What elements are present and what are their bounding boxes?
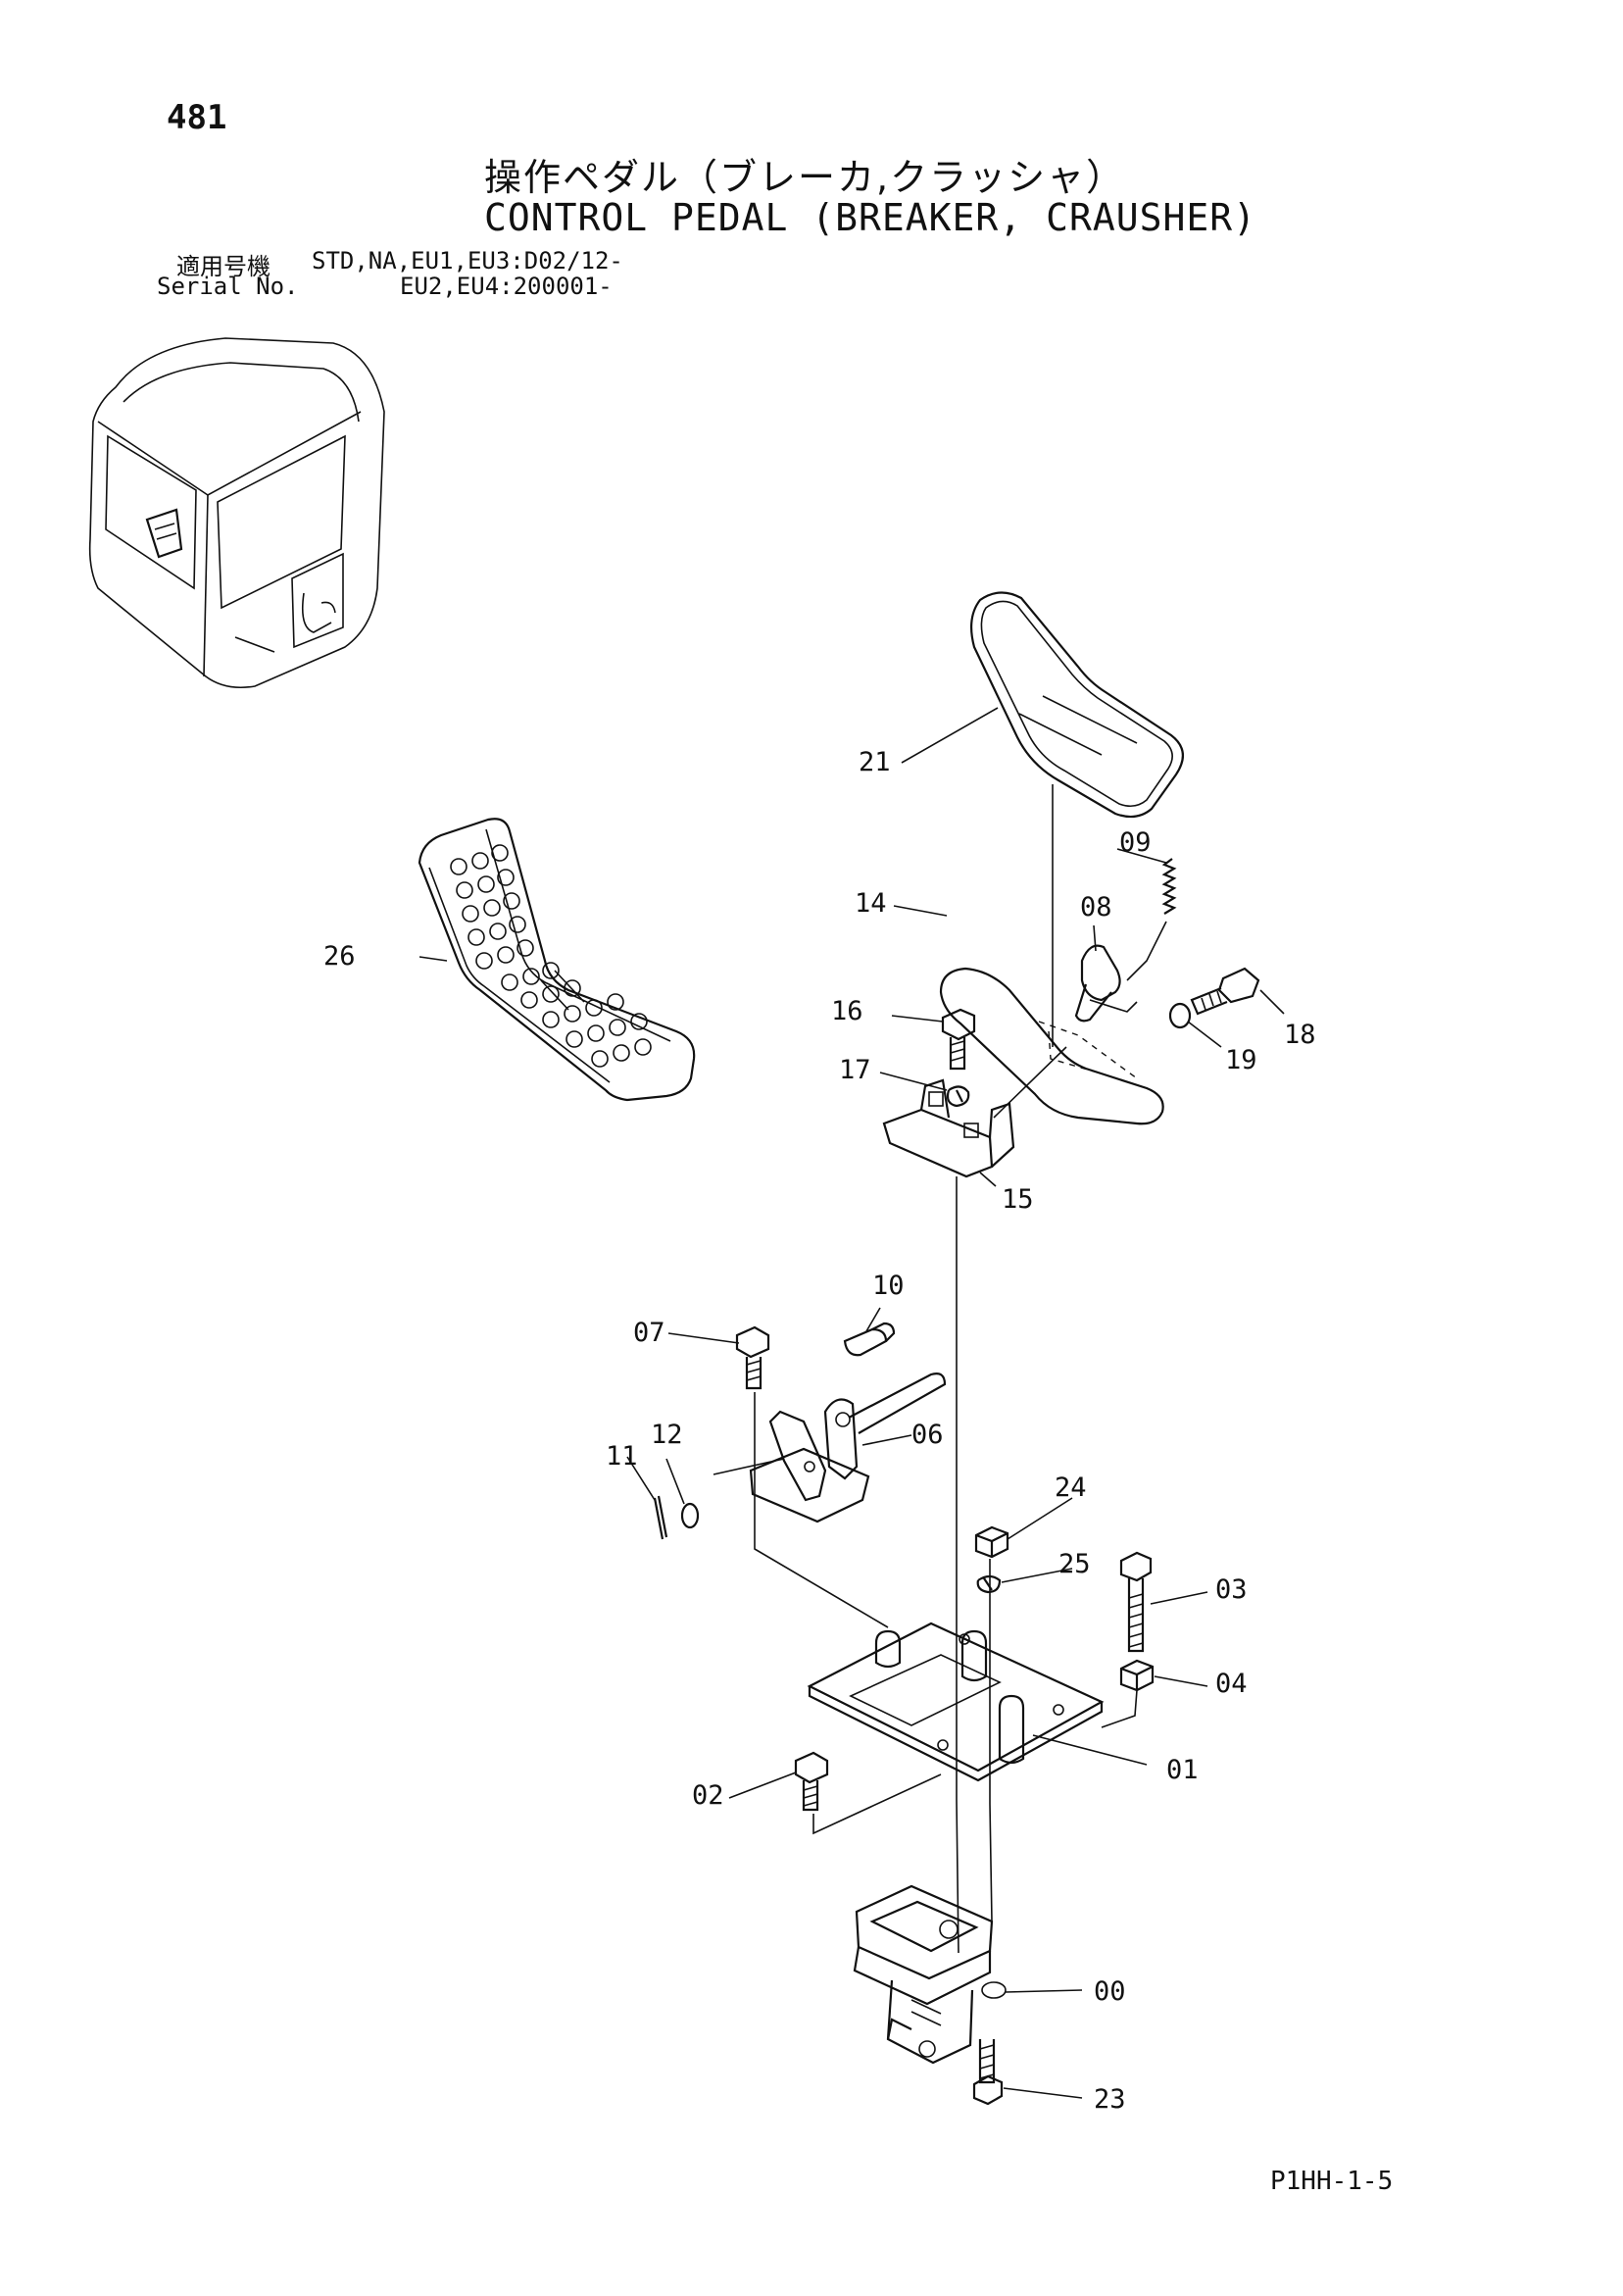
- label-part-26: 26: [323, 941, 356, 972]
- part-21-pedal-pad: [969, 591, 1184, 819]
- label-part-17: 17: [839, 1055, 871, 1085]
- label-part-00: 00: [1094, 1976, 1126, 2007]
- label-part-07: 07: [633, 1318, 665, 1348]
- part-00-pilot-valve: [853, 1884, 1007, 2065]
- part-08-switch: [1074, 944, 1138, 1023]
- label-part-12: 12: [651, 1420, 683, 1450]
- label-part-03: 03: [1215, 1574, 1248, 1605]
- part-15-bracket: [882, 1078, 1015, 1178]
- label-part-02: 02: [692, 1780, 724, 1811]
- page-title-jp: 操作ペダル（ブレーカ,クラッシャ）: [484, 156, 1126, 199]
- part-09-spring: [1126, 858, 1177, 981]
- part-10-pin: [843, 1322, 896, 1357]
- serial-value: EU2,EU4:200001-: [400, 273, 613, 300]
- label-part-15: 15: [1002, 1184, 1034, 1215]
- cab-locator-illustration: [88, 337, 385, 689]
- serial-label: Serial No.: [157, 273, 299, 300]
- part-23-bolt: [972, 2039, 1004, 2106]
- part-16-screw: [941, 1008, 976, 1071]
- label-part-11: 11: [606, 1441, 638, 1472]
- label-part-25: 25: [1058, 1549, 1091, 1579]
- page-title-en: CONTROL PEDAL (BREAKER, CRAUSHER): [484, 196, 1256, 239]
- part-19-washer: [1168, 1002, 1192, 1029]
- part-04-nut: [1119, 1659, 1155, 1692]
- part-18-bolt: [1190, 967, 1260, 1016]
- part-25-lock-washer: [976, 1574, 1002, 1594]
- part-01-base-plate: [807, 1622, 1105, 1782]
- applicability-value: STD,NA,EU1,EU3:D02/12-: [312, 247, 623, 275]
- label-part-08: 08: [1080, 892, 1112, 923]
- label-part-06: 06: [911, 1420, 944, 1450]
- drawing-code: P1HH-1-5: [1270, 2167, 1394, 2196]
- part-26-pedal-cover: [418, 818, 696, 1102]
- label-part-10: 10: [872, 1271, 905, 1301]
- label-part-21: 21: [859, 747, 891, 777]
- part-06-hinge-bracket: [749, 1373, 947, 1523]
- part-12-washer: [680, 1502, 700, 1529]
- part-11-cotter-pin: [653, 1495, 668, 1540]
- part-02-bolt: [794, 1751, 829, 1812]
- label-part-19: 19: [1225, 1045, 1257, 1075]
- label-part-18: 18: [1284, 1020, 1316, 1050]
- part-03-bolt: [1119, 1551, 1153, 1653]
- label-part-23: 23: [1094, 2084, 1126, 2115]
- assembly-lines: [713, 784, 1138, 1954]
- leader-lines: [418, 707, 1285, 2099]
- label-part-16: 16: [831, 996, 863, 1026]
- label-part-24: 24: [1055, 1472, 1087, 1503]
- part-labels: 21 09 14 08 16 18 19 17 15 10 07 12 11 0…: [323, 747, 1316, 2115]
- label-part-01: 01: [1166, 1755, 1199, 1785]
- label-part-14: 14: [855, 888, 887, 919]
- part-24-nut: [974, 1525, 1009, 1559]
- label-part-04: 04: [1215, 1669, 1248, 1699]
- label-part-09: 09: [1119, 827, 1152, 858]
- applicability-label: 適用号機: [176, 253, 270, 280]
- part-07-bolt: [735, 1325, 770, 1390]
- page-number: 481: [167, 98, 227, 137]
- part-17-lock-washer: [946, 1085, 970, 1108]
